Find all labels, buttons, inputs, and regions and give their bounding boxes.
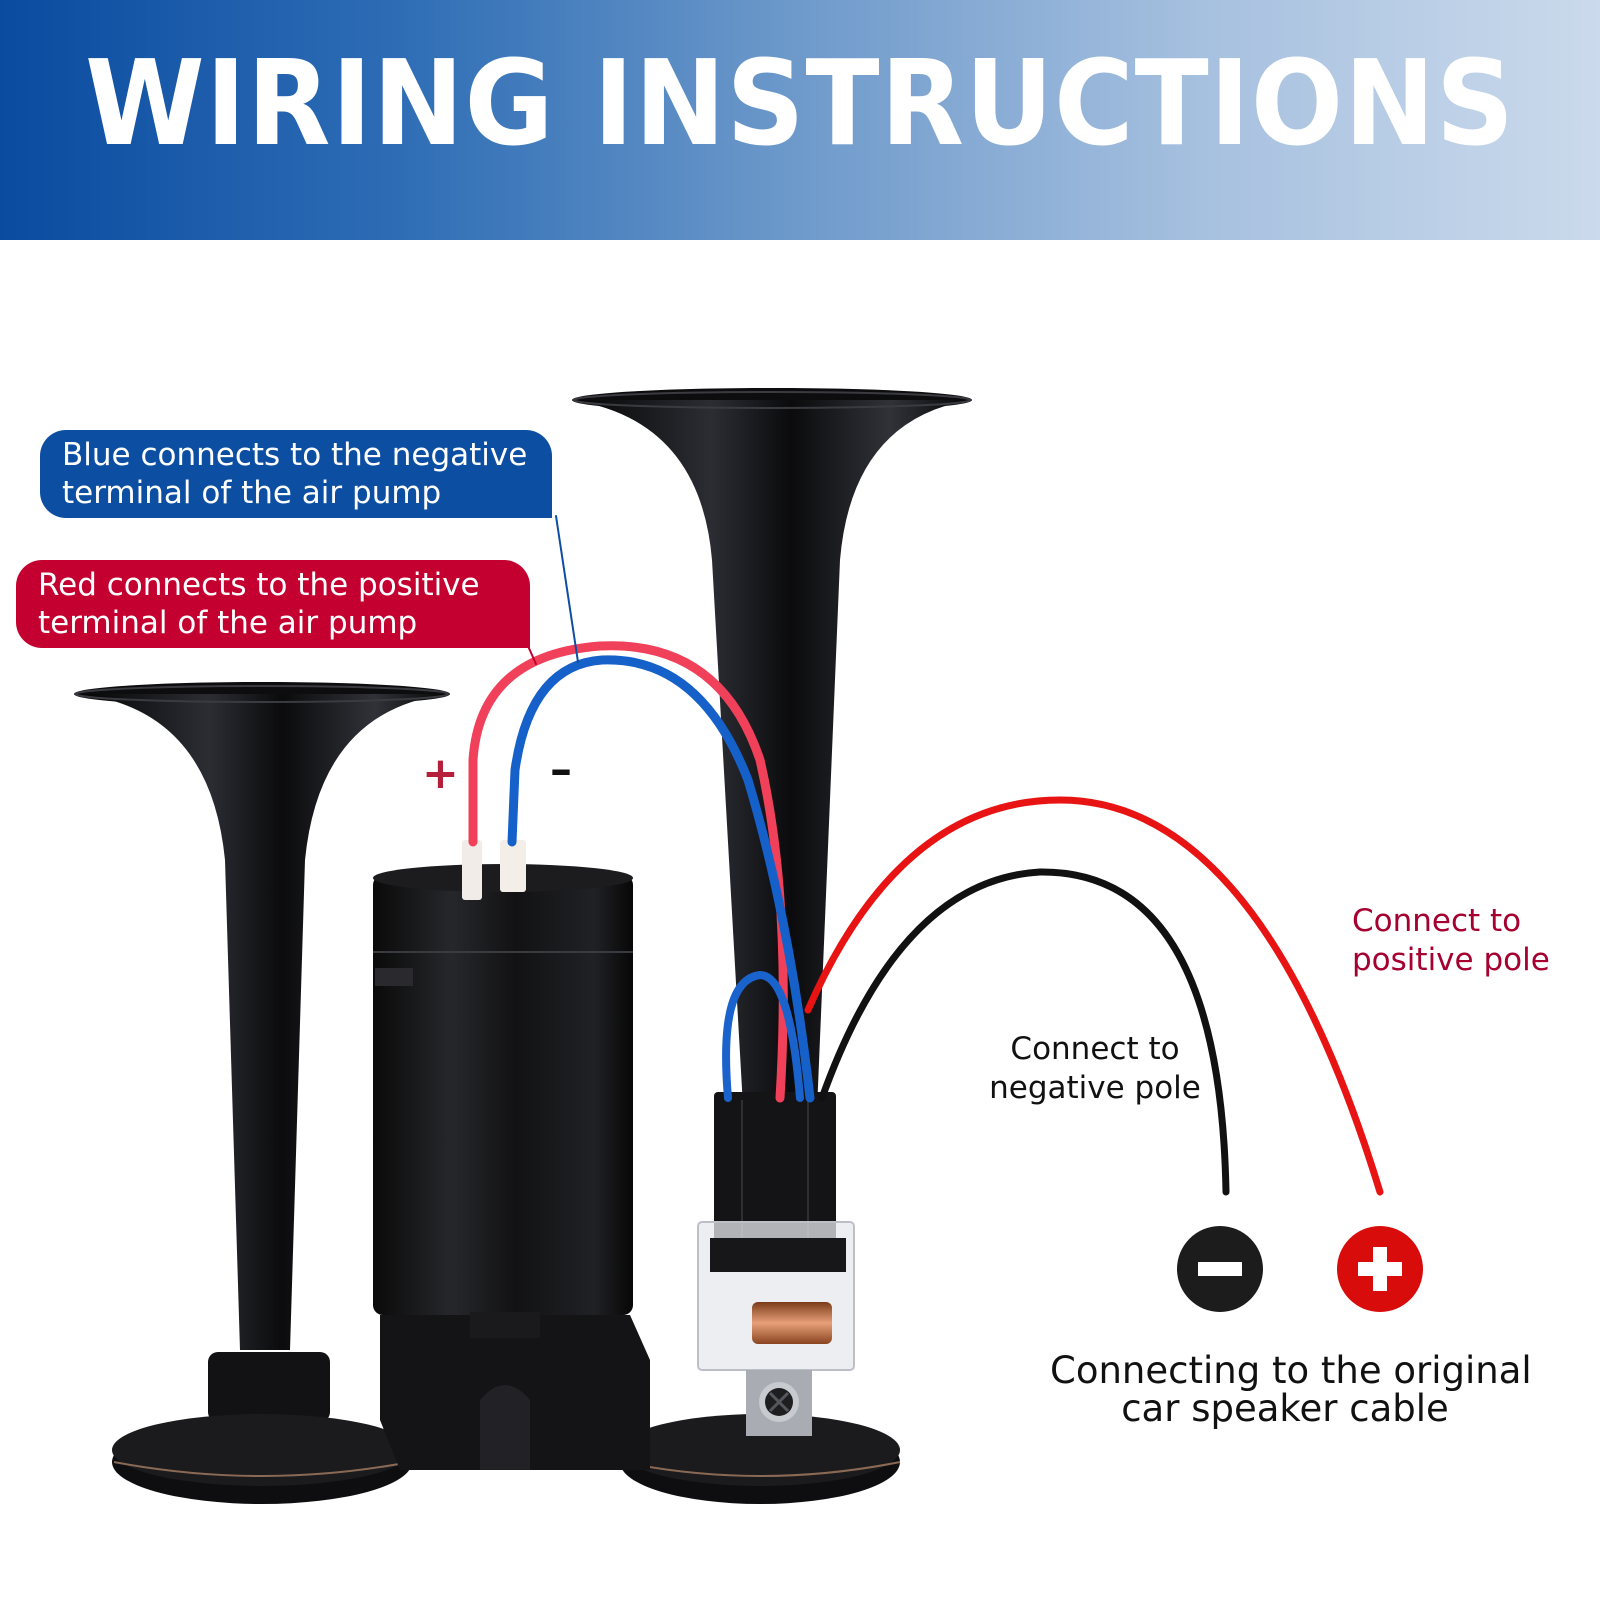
cable-caption: Connecting to the original car speaker c… <box>1050 1349 1532 1430</box>
minus-bar <box>1198 1262 1242 1276</box>
black-wire-external <box>818 868 1230 1196</box>
blue-callout-line-2: terminal of the air pump <box>62 475 442 511</box>
blue-callout-line-1: Blue connects to the negative <box>62 437 528 473</box>
positive-label-line-1: Connect to <box>1352 903 1522 939</box>
red-callout-line-1: Red connects to the positive <box>38 567 480 603</box>
positive-label-line-2: positive pole <box>1352 942 1550 978</box>
wire-harness <box>468 515 1384 1196</box>
blue-wire <box>507 655 815 1103</box>
relay <box>697 1092 855 1436</box>
minus-circle-icon <box>1177 1226 1263 1312</box>
red-callout-line-2: terminal of the air pump <box>38 605 418 641</box>
plus-icon: + <box>422 748 459 799</box>
blue-wire-loop <box>722 970 804 1102</box>
red-wire-external <box>804 796 1384 1196</box>
minus-icon: – <box>550 744 572 795</box>
plus-circle-icon <box>1337 1226 1423 1312</box>
product-illustration <box>74 388 1384 1504</box>
air-pump <box>373 840 650 1470</box>
short-horn <box>74 682 450 1504</box>
negative-label-line-2: negative pole <box>989 1070 1201 1106</box>
blue-wire-callout: Blue connects to the negative terminal o… <box>40 430 552 518</box>
positive-pole-label: Connect to positive pole <box>1352 902 1572 980</box>
plus-bar-vertical <box>1373 1247 1387 1291</box>
header-banner: WIRING INSTRUCTIONS <box>0 0 1600 240</box>
cable-caption-line-2: car speaker cable <box>1121 1387 1449 1430</box>
negative-label-line-1: Connect to <box>1010 1031 1180 1067</box>
cable-caption-line-1: Connecting to the original <box>1050 1349 1532 1392</box>
red-wire-callout: Red connects to the positive terminal of… <box>16 560 530 648</box>
negative-pole-label: Connect to negative pole <box>980 1030 1210 1108</box>
page-title: WIRING INSTRUCTIONS <box>84 34 1516 172</box>
